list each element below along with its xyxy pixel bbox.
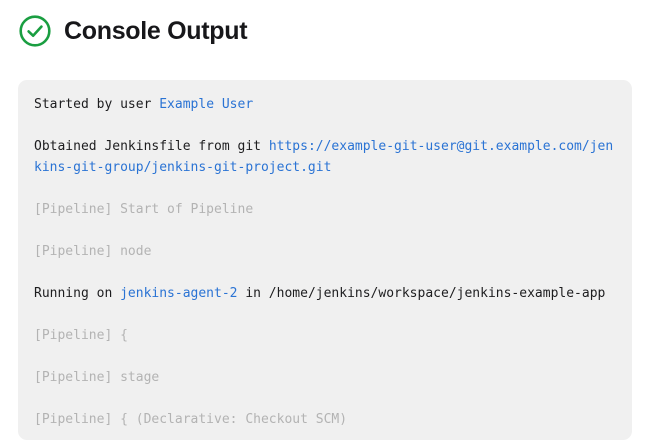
console-link[interactable]: https://example-git-user@git.example.com…: [34, 139, 614, 175]
console-link[interactable]: jenkins-agent-2: [120, 286, 238, 301]
console-line-started-by-user: Started by user Example User: [34, 94, 616, 115]
console-line-pipeline-stage: [Pipeline] stage: [34, 367, 616, 388]
console-text: [Pipeline] Start of Pipeline: [34, 202, 254, 217]
page-title: Console Output: [64, 16, 248, 45]
console-line-pipeline-declarative-checkout-scm: [Pipeline] { (Declarative: Checkout SCM): [34, 409, 616, 430]
console-line-pipeline-node: [Pipeline] node: [34, 241, 616, 262]
console-text: [Pipeline] { (Declarative: Checkout SCM): [34, 412, 348, 427]
console-text: Running on: [34, 286, 121, 301]
console-text: [Pipeline] node: [34, 244, 152, 259]
console-line-running-on-agent: Running on jenkins-agent-2 in /home/jenk…: [34, 283, 616, 304]
console-line-pipeline-start-of-pipeline: [Pipeline] Start of Pipeline: [34, 199, 616, 220]
console-text: Started by user: [34, 97, 160, 112]
console-line-obtained-jenkinsfile: Obtained Jenkinsfile from git https://ex…: [34, 136, 616, 178]
console-text: [Pipeline] {: [34, 328, 128, 343]
console-text: Obtained Jenkinsfile from git: [34, 139, 269, 154]
console-line-pipeline-open-brace: [Pipeline] {: [34, 325, 616, 346]
console-log: Started by user Example User Obtained Je…: [34, 94, 616, 440]
circle-check-icon: [19, 15, 51, 47]
page-header: Console Output: [0, 0, 650, 48]
console-text: in /home/jenkins/workspace/jenkins-examp…: [237, 286, 606, 301]
console-text: [Pipeline] stage: [34, 370, 160, 385]
console-link[interactable]: Example User: [159, 97, 254, 112]
console-output-panel[interactable]: Started by user Example User Obtained Je…: [18, 80, 632, 440]
